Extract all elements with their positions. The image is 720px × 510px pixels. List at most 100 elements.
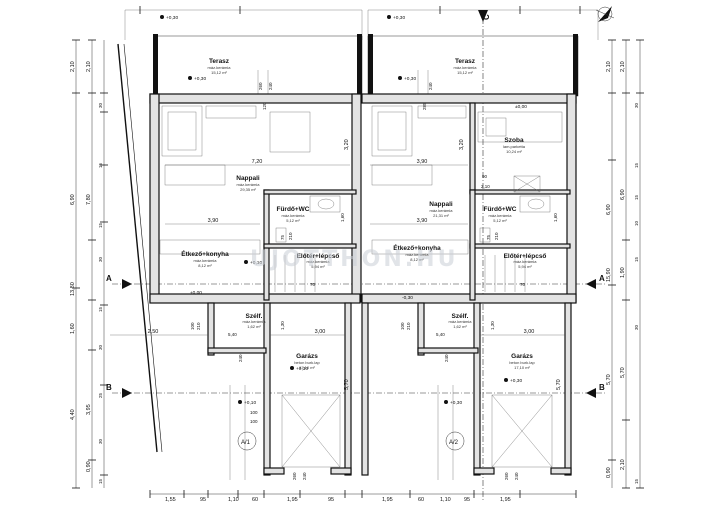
dim-inner-160b: 1,60 — [553, 213, 558, 222]
dim-right-inner-4: 5,70 — [620, 367, 626, 378]
level-marker-11: -0,30 — [402, 295, 413, 301]
room-furdo-right-area: 5,12 m² — [493, 218, 507, 223]
dim-inner-240c: 240 — [302, 472, 307, 480]
axis-a-left: A — [106, 274, 112, 283]
dim-bottom-9: 1,10 — [440, 497, 451, 503]
dim-left-chain-3: 15 — [98, 222, 103, 228]
dim-inner-570a: 5,70 — [344, 379, 350, 390]
dim-inner-100c: 100 — [190, 322, 195, 330]
dim-right-chain-4: 10 — [634, 220, 639, 226]
dim-inner-210a: 210 — [288, 232, 293, 240]
room-terasz-right-area: 15,12 m² — [457, 70, 473, 75]
left-dimension-texts: 2,10 6,90 13,80 1,60 4,40 2,10 7,80 3,95… — [70, 61, 103, 484]
dim-inner-160a: 1,60 — [340, 213, 345, 222]
room-terasz-right-name: Terasz — [455, 58, 476, 65]
right-dimension-texts: 2,10 6,90 15,90 5,70 0,90 2,10 6,90 1,90… — [606, 61, 639, 484]
dim-inner-240f: 240 — [444, 354, 449, 362]
dim-bottom-1: 1,55 — [165, 497, 176, 503]
room-nappali-right-area: 21,31 m² — [433, 213, 449, 218]
room-nappali-right-floor: máz.kerámia — [430, 208, 454, 213]
dim-inner-100b: 100 — [250, 419, 258, 424]
level-marker-1: +0,30 — [166, 15, 178, 21]
room-szelf-left-floor: máz.kerámia — [243, 319, 267, 324]
room-furdo-right-floor: máz.kerámia — [489, 213, 513, 218]
room-garazs-left-name: Garázs — [296, 353, 318, 360]
dim-left-chain-8: 30 — [98, 438, 103, 444]
dim-inner-240d: 240 — [514, 472, 519, 480]
room-terasz-left-area: 15,12 m² — [211, 70, 227, 75]
level-marker-6: +0,30 — [296, 366, 308, 372]
dim-inner-70a: 70 — [310, 282, 316, 287]
dim-inner-285: 285 — [422, 102, 427, 110]
room-eloter-left-floor: máz.kerámia — [307, 259, 331, 264]
dim-bottom-6: 95 — [328, 497, 334, 503]
dim-left-inner-4: 0,90 — [86, 461, 92, 472]
dim-inner-210d: 210 — [406, 322, 411, 330]
dim-right-inner-3: 1,90 — [620, 267, 626, 278]
room-etkezo-left-name: Étkező+konyha — [181, 249, 229, 258]
dim-inner-570b: 5,70 — [556, 379, 562, 390]
room-furdo-left-floor: máz.kerámia — [282, 213, 306, 218]
dim-inner-390b: 3,90 — [417, 159, 428, 165]
dim-inner-390a: 3,90 — [208, 218, 219, 224]
dim-right-chain-7: 15 — [634, 478, 639, 484]
room-garazs-right-area: 17,10 m² — [514, 365, 530, 370]
dim-left-chain-2: 15 — [98, 162, 103, 168]
unit-tag-left: A/1 — [241, 440, 251, 446]
dim-right-inner-5: 2,10 — [620, 459, 626, 470]
dim-left-chain-1: 30 — [98, 102, 103, 108]
level-marker-8: +0,10 — [244, 400, 256, 406]
dim-bottom-2: 95 — [200, 497, 206, 503]
watermark-logo: UJOTTHON.HU — [250, 247, 458, 272]
room-szelf-left-name: Szélf. — [246, 313, 263, 320]
room-terasz-left-floor: máz.kerámia — [208, 65, 232, 70]
dim-left-chain-4: 30 — [98, 256, 103, 262]
dim-bottom-8: 60 — [418, 497, 424, 503]
room-garazs-right-floor: beton burk.lap — [509, 360, 535, 365]
axis-b-right: B — [599, 383, 605, 392]
dim-inner-390c: 3,90 — [417, 218, 428, 224]
dim-right-outer-1: 2,10 — [606, 61, 612, 72]
dim-inner-240a: 240 — [268, 82, 273, 90]
room-terasz-right-floor: máz.kerámia — [454, 65, 478, 70]
right-dimension-lines — [608, 39, 644, 489]
bottom-dimension-row: 1,55 95 1,10 60 1,95 95 1,95 60 1,10 95 … — [149, 490, 577, 503]
room-terasz-left-name: Terasz — [209, 58, 230, 65]
room-szelf-right-floor: máz.kerámia — [449, 319, 473, 324]
dim-bottom-3: 1,10 — [228, 497, 239, 503]
garage-doors — [229, 385, 553, 480]
dim-right-outer-4: 5,70 — [606, 374, 612, 385]
room-eloter-right-floor: máz.kerámia — [514, 259, 538, 264]
dim-right-inner-2: 6,90 — [620, 189, 626, 200]
room-garazs-left-floor: beton burk.lap — [294, 360, 320, 365]
dim-left-chain-5: 15 — [98, 306, 103, 312]
room-szelf-left-area: 1,62 m² — [247, 324, 261, 329]
dim-inner-260b: 260 — [292, 472, 297, 480]
dim-inner-120: 120 — [262, 102, 267, 110]
room-eloter-right-area: 5,94 m² — [518, 264, 532, 269]
dim-right-chain-3: 15 — [634, 194, 639, 200]
room-eloter-left-area: 5,94 m² — [311, 264, 325, 269]
dim-left-chain-7: 25 — [98, 392, 103, 398]
dim-bottom-4: 60 — [252, 497, 258, 503]
dim-inner-300a: 3,00 — [315, 329, 326, 335]
dim-inner-320b: 3,20 — [459, 139, 465, 150]
dim-bottom-5: 1,95 — [287, 497, 298, 503]
room-etkezo-left-floor: máz.kerámia — [194, 258, 218, 263]
unit-tags: A/1 A/2 — [237, 431, 465, 451]
axis-c-top: C — [482, 14, 491, 20]
room-szelf-right-area: 1,62 m² — [453, 324, 467, 329]
dim-left-inner-3: 3,95 — [86, 404, 92, 415]
dim-left-outer-2: 6,90 — [70, 194, 76, 205]
room-szoba-name: Szoba — [504, 137, 524, 144]
north-arrow-icon — [595, 6, 615, 22]
level-marker-7: +0,30 — [510, 378, 522, 384]
dim-inner-210b: 210 — [494, 232, 499, 240]
dim-left-outer-3: 13,80 — [70, 282, 76, 296]
left-dimension-lines — [72, 39, 108, 489]
unit-tag-right: A/2 — [449, 440, 459, 446]
axis-b-left: B — [106, 383, 112, 392]
dim-right-inner-1: 2,10 — [620, 61, 626, 72]
level-marker-2: +0,30 — [393, 15, 405, 21]
dim-inner-540b: 5,40 — [436, 332, 445, 337]
